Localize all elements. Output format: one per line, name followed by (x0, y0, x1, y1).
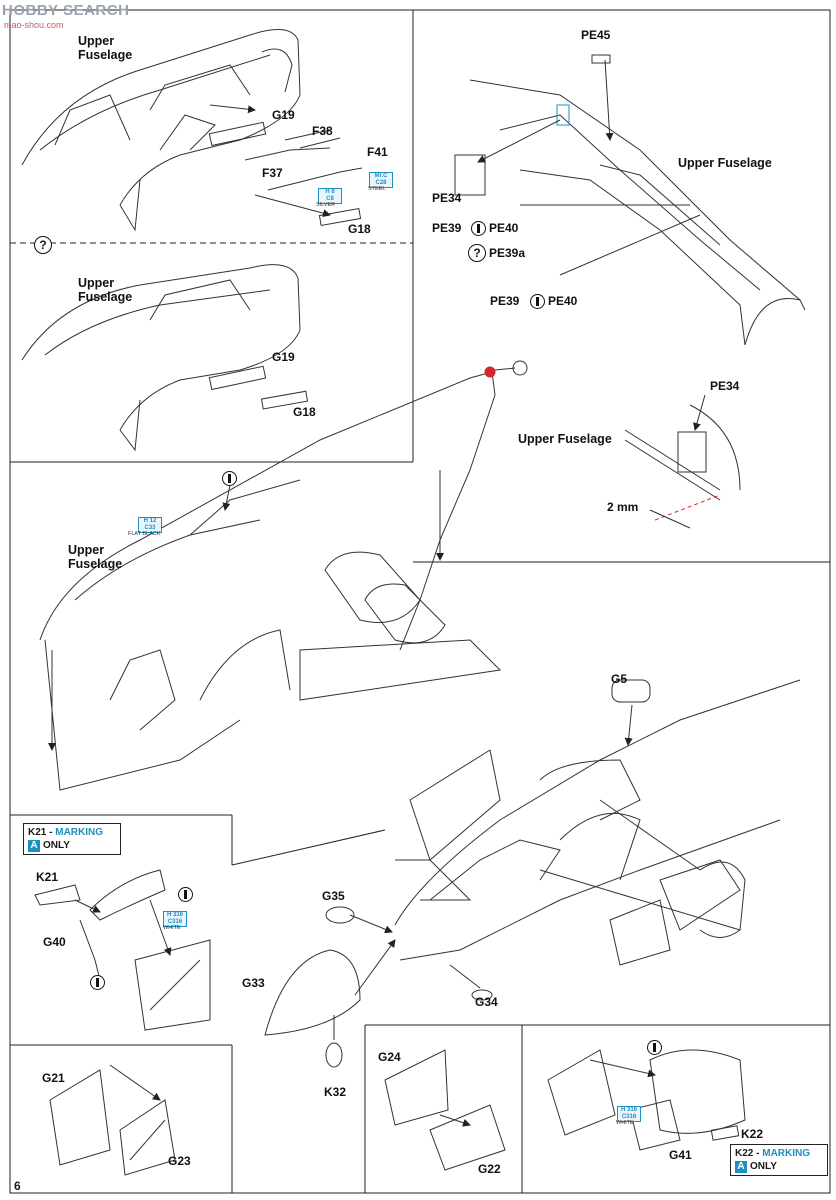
paint-name-white-k21: WHITE (163, 925, 181, 931)
main-fuselage-sketch (39, 360, 528, 791)
label-upper-fuselage-5: Upper Fuselage (68, 543, 123, 571)
paint-name-flat-black: FLAT BLACK (128, 531, 161, 537)
label-g35: G35 (322, 889, 345, 903)
label-g5: G5 (611, 672, 628, 686)
label-pe45: PE45 (581, 28, 611, 42)
glue-icon-2 (178, 887, 193, 902)
label-pe39-1: PE39 (432, 221, 462, 235)
label-g19-1: G19 (272, 108, 295, 122)
paint-name-steel: STEEL (368, 186, 386, 192)
label-upper-fuselage-3: Upper Fuselage (678, 156, 772, 170)
pe34-detail (624, 394, 741, 529)
glue-icon-4 (647, 1040, 662, 1055)
label-pe39-2: PE39 (490, 294, 520, 308)
k21-sketch (34, 869, 211, 1031)
label-pe40-1: PE40 (489, 221, 519, 235)
label-k22: K22 (741, 1127, 764, 1141)
label-k32: K32 (324, 1085, 347, 1099)
paint-name-silver: SILVER (316, 202, 336, 208)
label-upper-fuselage-2: Upper Fuselage (78, 276, 133, 304)
label-upper-fuselage-4: Upper Fuselage (518, 432, 612, 446)
label-g21: G21 (42, 1071, 65, 1085)
paint-name-white-k22: WHITE (616, 1120, 634, 1126)
label-pe39a: PE39a (489, 246, 526, 260)
label-f37: F37 (262, 166, 283, 180)
label-pe34-2: PE34 (710, 379, 740, 393)
fuselage-sketch-3 (454, 54, 806, 346)
label-f41: F41 (367, 145, 388, 159)
arrow-circle-icon-2 (530, 294, 545, 309)
panel-frames (9, 9, 831, 1194)
watermark-logo: HOBBY SEARCH (2, 2, 130, 19)
label-g33: G33 (242, 976, 265, 990)
arrow-circle-icon (471, 221, 486, 236)
label-pe34-1: PE34 (432, 191, 462, 205)
label-f38: F38 (312, 124, 333, 138)
label-2mm: 2 mm (607, 500, 639, 514)
glue-icon-3 (90, 975, 105, 990)
label-k21: K21 (36, 870, 59, 884)
label-g22: G22 (478, 1162, 501, 1176)
page-number: 6 (14, 1179, 21, 1193)
label-g24: G24 (378, 1050, 401, 1064)
label-g18-1: G18 (348, 222, 371, 236)
label-g19-2: G19 (272, 350, 295, 364)
g41-k22-sketch (547, 1049, 746, 1151)
fuselage-sketch-1 (21, 29, 301, 232)
g21-g23-sketch (49, 1064, 176, 1176)
g24-g22-sketch (384, 1049, 506, 1171)
glue-icon (222, 471, 237, 486)
nose-section-sketch (264, 679, 801, 1068)
label-g23: G23 (168, 1154, 191, 1168)
watermark-url: mao-shou.com (4, 20, 64, 30)
optional-icon: ? (34, 236, 52, 254)
fuselage-sketch-2 (21, 264, 309, 452)
label-upper-fuselage-1: Upper Fuselage (78, 34, 133, 62)
label-g41: G41 (669, 1148, 692, 1162)
parts-row-1 (208, 104, 363, 226)
label-pe40-2: PE40 (548, 294, 578, 308)
optional-icon-2: ? (468, 244, 486, 262)
label-g34: G34 (475, 995, 498, 1009)
label-g40: G40 (43, 935, 66, 949)
label-g18-2: G18 (293, 405, 316, 419)
